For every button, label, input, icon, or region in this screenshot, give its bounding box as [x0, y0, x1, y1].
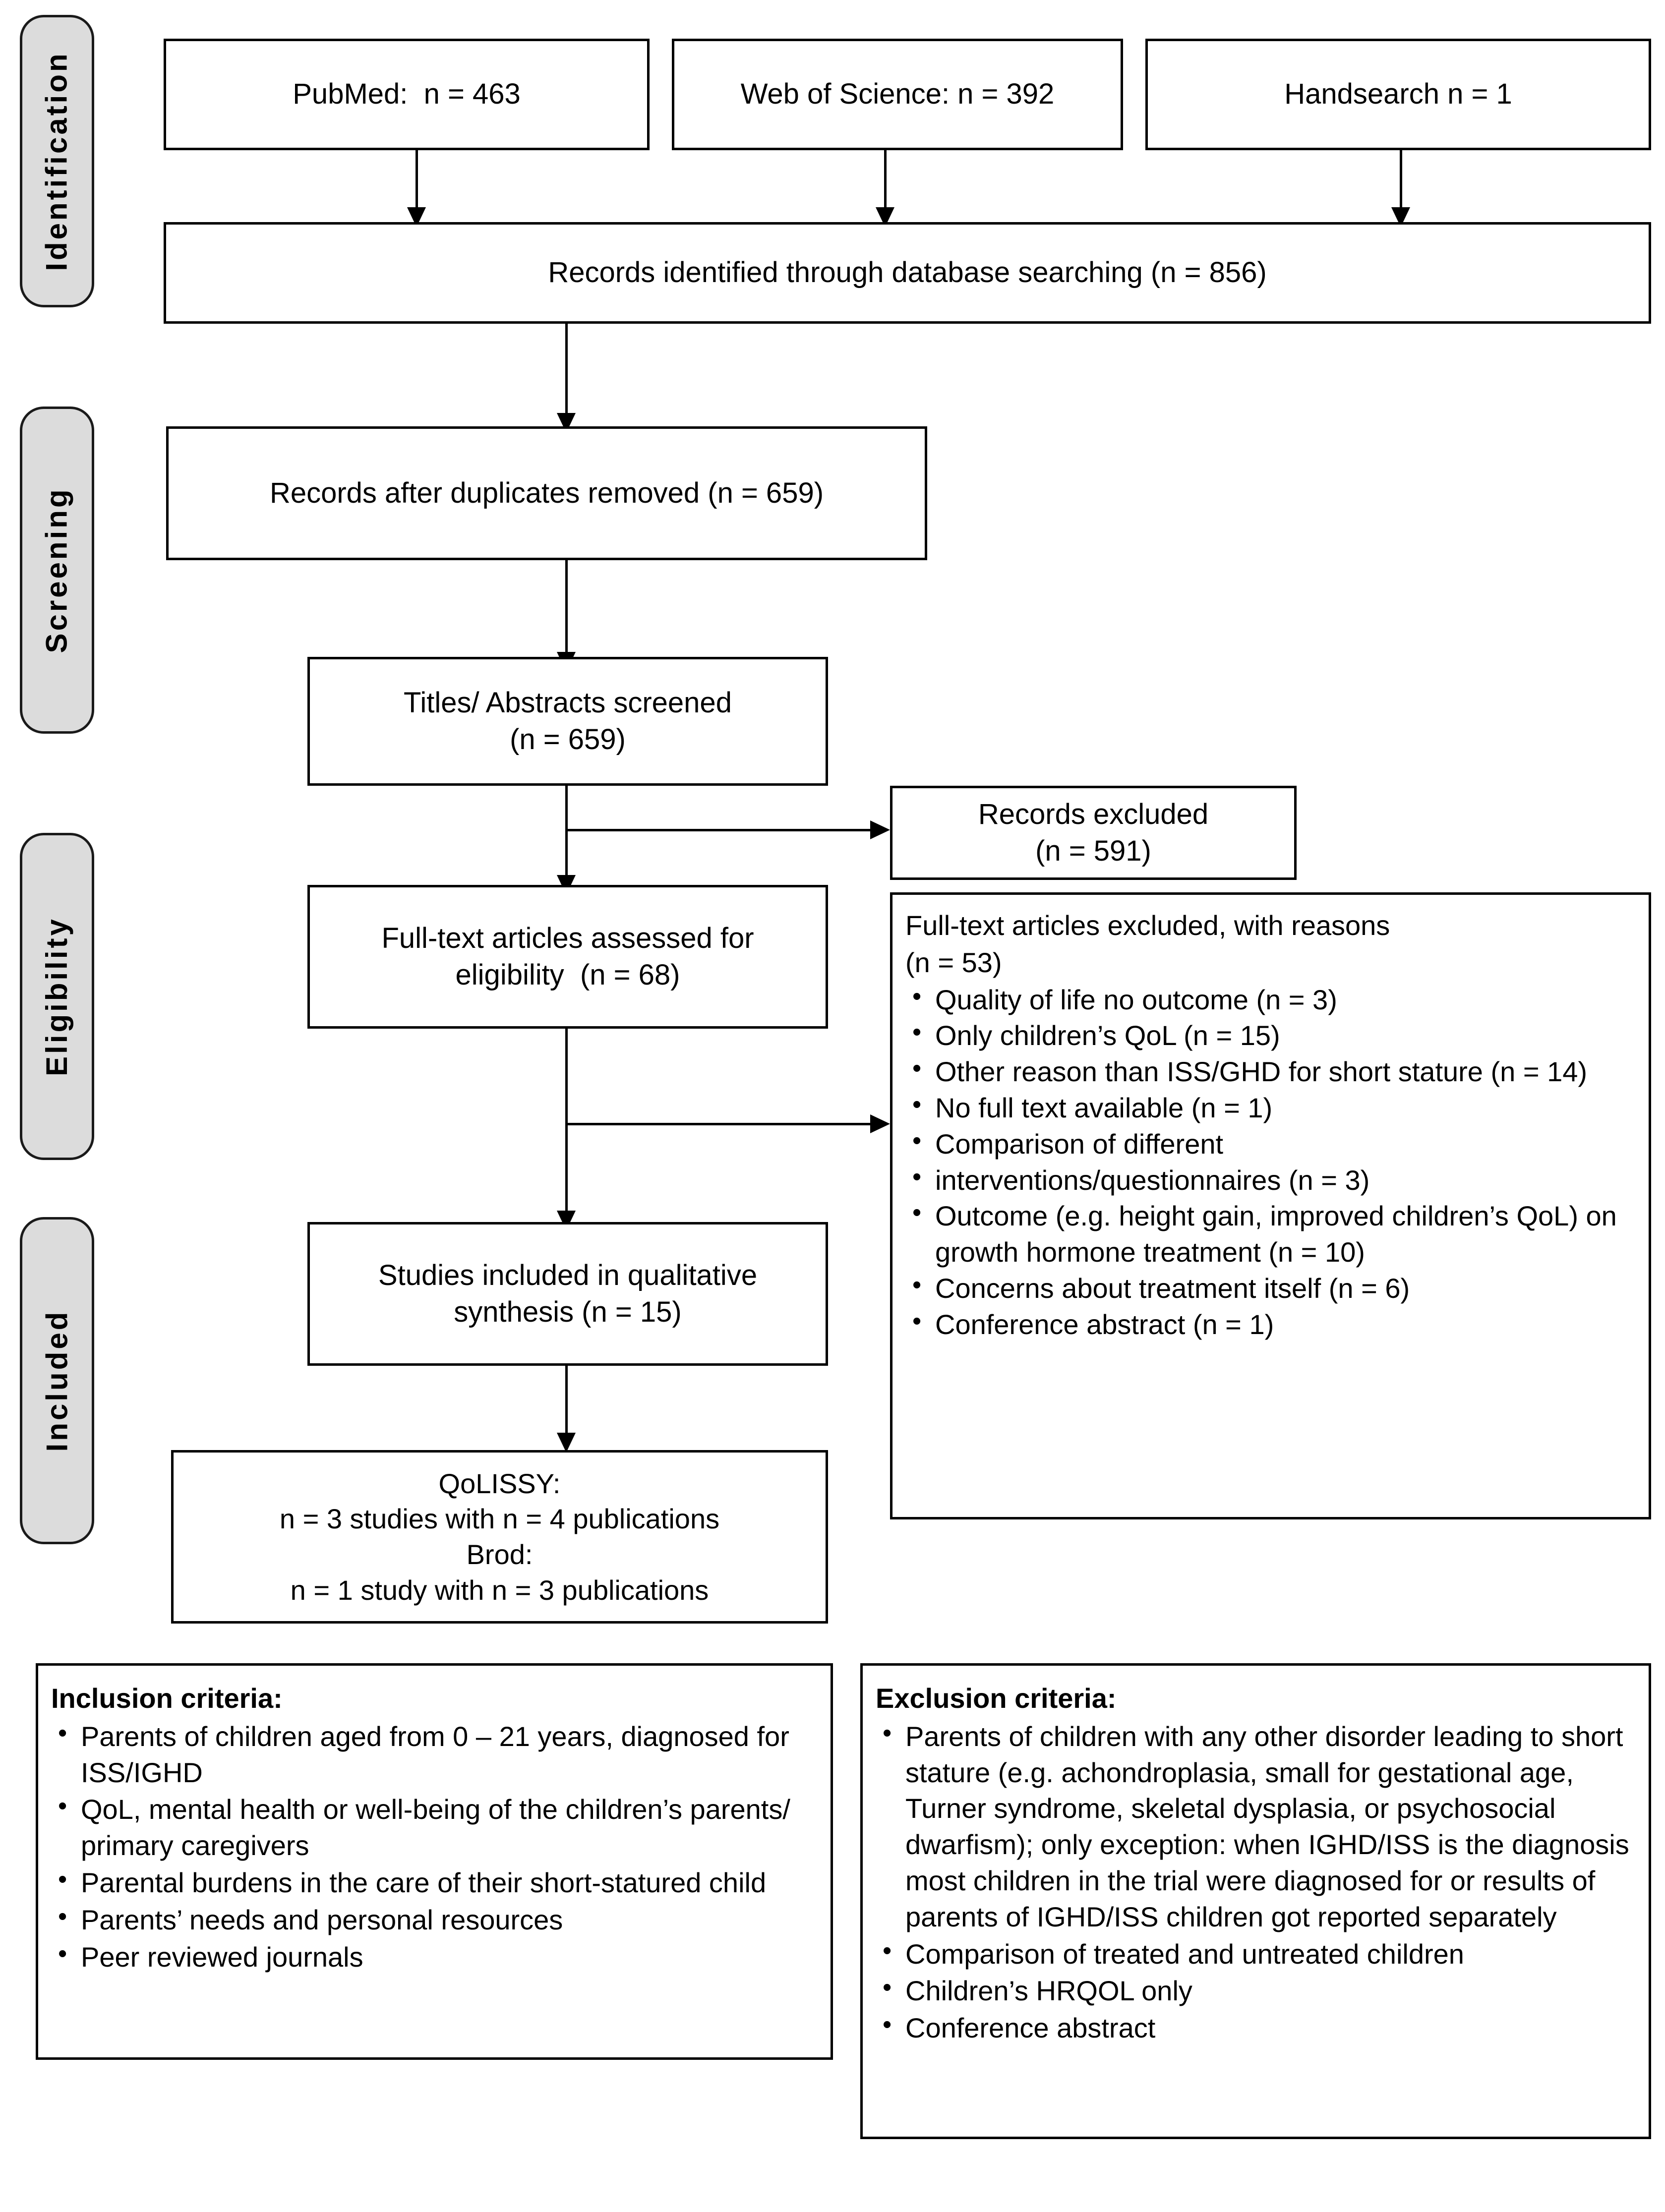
list-item: interventions/questionnaires (n = 3): [905, 1161, 1636, 1199]
list-item: Children’s HRQOL only: [876, 1971, 1637, 2009]
exclusion-criteria-box: Exclusion criteria: Parents of children …: [860, 1663, 1651, 2139]
list-item: Other reason than ISS/GHD for short stat…: [905, 1052, 1636, 1090]
instruments-line4: n = 1 study with n = 3 publications: [290, 1574, 709, 1606]
titles-abstracts-screened-box: Titles/ Abstracts screened (n = 659): [307, 657, 828, 786]
records-identified-label: Records identified through database sear…: [548, 256, 1267, 289]
exclusion-criteria-list: Parents of children with any other disor…: [876, 1717, 1637, 2046]
connector-handsearch-to-identified: [1400, 150, 1402, 210]
list-item: Comparison of treated and untreated chil…: [876, 1934, 1637, 1973]
records-excluded-line1: Records excluded: [978, 798, 1209, 830]
list-item: Outcome (e.g. height gain, improved chil…: [905, 1196, 1636, 1271]
connector-screened-to-records-excluded: [565, 829, 873, 831]
stage-label-screening: Screening: [40, 487, 74, 653]
inclusion-criteria-list: Parents of children aged from 0 – 21 yea…: [51, 1717, 819, 1976]
instruments-line2: n = 3 studies with n = 4 publications: [279, 1503, 720, 1535]
connector-screened-to-fulltext: [565, 786, 568, 877]
qualitative-synthesis-box: Studies included in qualitative synthesi…: [307, 1222, 828, 1366]
connector-pubmed-to-identified: [416, 150, 418, 210]
records-excluded-line2: (n = 591): [1035, 835, 1151, 867]
stage-label-identification: Identification: [40, 51, 73, 271]
connector-fulltext-to-excluded-reasons: [565, 1123, 873, 1125]
connector-wos-to-identified: [884, 150, 887, 210]
fulltext-assessed-line2: eligibility (n = 68): [455, 959, 680, 991]
stage-tab-included: Included: [20, 1217, 94, 1544]
list-item: Parents of children aged from 0 – 21 yea…: [51, 1717, 819, 1791]
fulltext-excluded-reasons-box: Full-text articles excluded, with reason…: [890, 892, 1651, 1519]
list-item: Only children’s QoL (n = 15): [905, 1016, 1636, 1054]
connector-fulltext-to-synthesis: [565, 1029, 568, 1215]
stage-label-eligibility: Eligibility: [40, 917, 74, 1076]
fulltext-excluded-heading-line1: Full-text articles excluded, with reason…: [905, 910, 1390, 941]
instruments-box: QoLISSY: n = 3 studies with n = 4 public…: [171, 1450, 828, 1624]
fulltext-excluded-reason-list: Quality of life no outcome (n = 3) Only …: [905, 980, 1636, 1343]
list-item: Concerns about treatment itself (n = 6): [905, 1269, 1636, 1307]
list-item: QoL, mental health or well-being of the …: [51, 1790, 819, 1864]
records-after-duplicates-box: Records after duplicates removed (n = 65…: [166, 426, 927, 560]
screened-label-line2: (n = 659): [510, 723, 626, 756]
source-label-web-of-science: Web of Science: n = 392: [740, 78, 1055, 111]
fulltext-assessed-box: Full-text articles assessed for eligibil…: [307, 885, 828, 1029]
list-item: No full text available (n = 1): [905, 1088, 1636, 1126]
list-item: Comparison of different: [905, 1124, 1636, 1163]
list-item: Peer reviewed journals: [51, 1937, 819, 1976]
synthesis-line1: Studies included in qualitative: [378, 1259, 758, 1291]
instruments-line3: Brod:: [466, 1539, 533, 1570]
source-box-pubmed: PubMed: n = 463: [164, 39, 650, 150]
stage-tab-identification: Identification: [20, 15, 94, 307]
list-item: Parental burdens in the care of their sh…: [51, 1863, 819, 1901]
source-label-handsearch: Handsearch n = 1: [1284, 78, 1512, 111]
exclusion-criteria-title: Exclusion criteria:: [876, 1683, 1117, 1714]
fulltext-excluded-heading-line2: (n = 53): [905, 946, 1002, 978]
screened-label-line1: Titles/ Abstracts screened: [404, 686, 732, 719]
list-item: Quality of life no outcome (n = 3): [905, 980, 1636, 1018]
stage-label-included: Included: [40, 1309, 73, 1452]
records-identified-box: Records identified through database sear…: [164, 222, 1651, 324]
arrow-screened-to-records-excluded: [870, 820, 890, 839]
arrow-synthesis-to-instruments: [557, 1433, 576, 1453]
synthesis-line2: synthesis (n = 15): [454, 1296, 682, 1328]
source-label-pubmed: PubMed: n = 463: [293, 78, 521, 111]
list-item: Parents’ needs and personal resources: [51, 1900, 819, 1938]
inclusion-criteria-title: Inclusion criteria:: [51, 1683, 283, 1714]
stage-tab-screening: Screening: [20, 407, 94, 734]
records-after-duplicates-label: Records after duplicates removed (n = 65…: [269, 476, 824, 509]
list-item: Conference abstract: [876, 2008, 1637, 2046]
connector-duplicates-to-screened: [565, 560, 568, 654]
list-item: Parents of children with any other disor…: [876, 1717, 1637, 1935]
connector-synthesis-to-instruments: [565, 1366, 568, 1435]
connector-identified-to-duplicates: [565, 324, 568, 415]
fulltext-assessed-line1: Full-text articles assessed for: [381, 922, 754, 954]
instruments-line1: QoLISSY:: [438, 1467, 561, 1499]
source-box-handsearch: Handsearch n = 1: [1145, 39, 1651, 150]
list-item: Conference abstract (n = 1): [905, 1305, 1636, 1343]
inclusion-criteria-box: Inclusion criteria: Parents of children …: [36, 1663, 833, 2060]
arrow-fulltext-to-excluded-reasons: [870, 1114, 890, 1133]
source-box-web-of-science: Web of Science: n = 392: [672, 39, 1123, 150]
stage-tab-eligibility: Eligibility: [20, 833, 94, 1160]
records-excluded-box: Records excluded (n = 591): [890, 786, 1297, 880]
